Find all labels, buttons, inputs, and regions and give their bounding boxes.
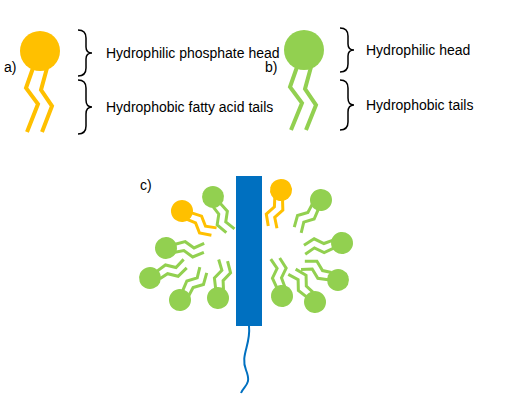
phospholipid-large [20,31,60,132]
panel-letter: a) [4,58,16,76]
panel-letter: b) [265,58,277,76]
panel-letter: c) [140,176,152,194]
curly-brace [78,80,92,134]
lipid-large [284,30,324,130]
part-label: Hydrophilic head [366,41,470,59]
protein-tail [241,326,249,393]
curly-brace [78,30,92,76]
membrane-protein [236,176,262,326]
part-label: Hydrophobic tails [366,96,473,114]
curly-brace [340,28,354,72]
curly-brace [340,80,354,130]
part-label: Hydrophobic fatty acid tails [106,98,273,116]
part-label: Hydrophilic phosphate head [106,44,280,62]
